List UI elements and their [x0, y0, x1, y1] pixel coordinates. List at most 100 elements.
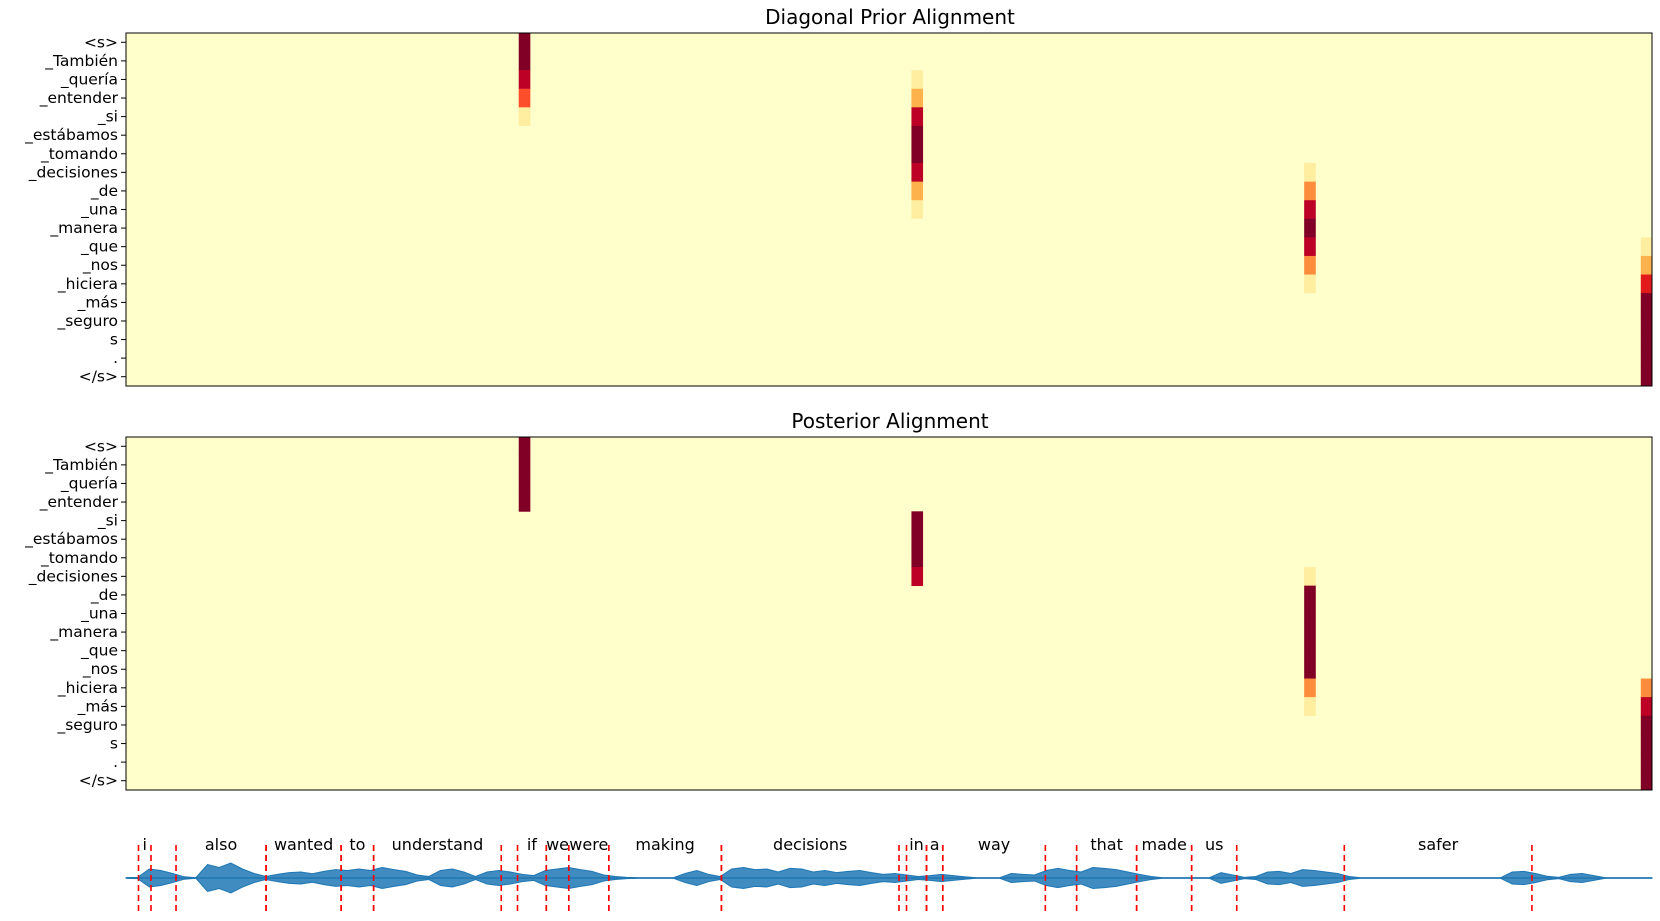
heatmap-cell: [518, 455, 531, 475]
heatmap-cell: [911, 181, 924, 201]
heatmap-cell: [1640, 752, 1653, 772]
word-label: also: [205, 835, 237, 854]
word-label: that: [1090, 835, 1123, 854]
word-label: us: [1205, 835, 1223, 854]
y-tick-label: _estábamos: [24, 530, 118, 549]
y-tick-label: _tomando: [40, 145, 118, 164]
heatmap-cell: [1304, 678, 1316, 698]
y-tick-label: _más: [77, 697, 118, 716]
y-tick-label: _nos: [82, 660, 118, 679]
heatmap-cell: [518, 474, 531, 494]
y-tick-label: _manera: [49, 219, 118, 238]
word-label: decisions: [773, 835, 847, 854]
y-tick-label: _de: [90, 586, 118, 605]
heatmap-cell: [1304, 567, 1316, 587]
y-tick-label: .: [113, 753, 118, 771]
y-tick-label: _quería: [60, 70, 118, 89]
heatmap-cell: [911, 548, 924, 568]
heatmap-cell: [518, 51, 531, 71]
heatmap-cell: [911, 88, 924, 108]
heatmap-cell: [911, 107, 924, 127]
y-tick-label: _nos: [82, 256, 118, 275]
y-tick-label: <s>: [84, 437, 118, 455]
heatmap-cell: [911, 218, 924, 238]
y-tick-label: _seguro: [56, 716, 118, 735]
heatmap-cell: [1304, 181, 1316, 201]
heatmap-cell: [518, 88, 531, 108]
heatmap-cell: [1640, 293, 1653, 313]
heatmap-cell: [1640, 697, 1653, 717]
heatmap-cells: [126, 437, 1653, 791]
posterior-panel: Posterior Alignment <s>_También_quería _e…: [24, 409, 1653, 791]
waveform: [125, 862, 1653, 894]
heatmap-cell: [1304, 293, 1316, 313]
y-tick-label: </s>: [79, 772, 118, 790]
heatmap-cell: [1304, 144, 1316, 164]
heatmap-cell: [1640, 734, 1653, 754]
heatmap-cell: [1304, 218, 1316, 238]
y-tick-label: </s>: [79, 368, 118, 386]
heatmap-cell: [518, 107, 531, 127]
heatmap-cells: [126, 33, 1653, 387]
chart-title: Diagonal Prior Alignment: [765, 5, 1015, 29]
word-label: wanted: [274, 835, 333, 854]
y-tick-label: _estábamos: [24, 126, 118, 145]
heatmap-cell: [1304, 255, 1316, 275]
heatmap-cell: [1304, 697, 1316, 717]
heatmap-cell: [1640, 237, 1653, 257]
word-label: made: [1141, 835, 1186, 854]
y-tick-label: _más: [77, 293, 118, 312]
heatmap-background: [126, 437, 1652, 790]
y-tick-label: _seguro: [56, 312, 118, 331]
plot-frame: [125, 436, 1653, 791]
heatmap-cell: [1304, 604, 1316, 624]
y-tick-label: _decisiones: [28, 567, 118, 586]
chart-title: Posterior Alignment: [791, 409, 988, 433]
y-tick-label: _que: [80, 238, 118, 257]
heatmap-cell: [911, 529, 924, 549]
word-label: to: [349, 835, 365, 854]
y-tick-label: _tomando: [40, 549, 118, 568]
word-label: if: [527, 835, 537, 854]
y-tick-label: _que: [80, 642, 118, 661]
y-tick-label: .: [113, 349, 118, 367]
y-tick-label: _decisiones: [28, 163, 118, 182]
word-label: making: [635, 835, 694, 854]
y-tick-label: _También: [44, 52, 118, 71]
heatmap-cell: [1640, 330, 1653, 350]
y-tick-label: _una: [80, 605, 118, 624]
heatmap-cell: [1640, 274, 1653, 294]
heatmap-background: [126, 33, 1652, 386]
word-label: understand: [392, 835, 484, 854]
heatmap-cell: [911, 144, 924, 164]
heatmap-cell: [911, 125, 924, 145]
y-tick-label: _entender: [39, 89, 119, 108]
heatmap-cell: [518, 492, 531, 512]
heatmap-cell: [1304, 200, 1316, 220]
y-tick-label: s: [110, 331, 118, 349]
word-label: were: [569, 835, 608, 854]
diagonal-prior-panel: Diagonal Prior Alignment <s>_También_que…: [24, 5, 1653, 387]
y-tick-label: _de: [90, 182, 118, 201]
y-tick-label: _si: [97, 108, 118, 127]
word-label: i: [143, 835, 147, 854]
heatmap-cell: [1304, 274, 1316, 294]
heatmap-cell: [1304, 585, 1316, 605]
heatmap-cell: [1304, 659, 1316, 679]
plot-frame: [125, 32, 1653, 387]
heatmap-cell: [1640, 348, 1653, 368]
heatmap-cell: [1304, 622, 1316, 642]
heatmap-cell: [911, 70, 924, 90]
y-tick-label: <s>: [84, 33, 118, 51]
word-label: in: [909, 835, 924, 854]
heatmap-cell: [911, 163, 924, 183]
y-tick-label: _También: [44, 456, 118, 475]
word-label: safer: [1418, 835, 1459, 854]
heatmap-cell: [911, 567, 924, 587]
heatmap-cell: [1640, 367, 1653, 387]
heatmap-cell: [1640, 311, 1653, 331]
y-tick-label: _quería: [60, 474, 118, 493]
heatmap-cell: [1640, 771, 1653, 791]
